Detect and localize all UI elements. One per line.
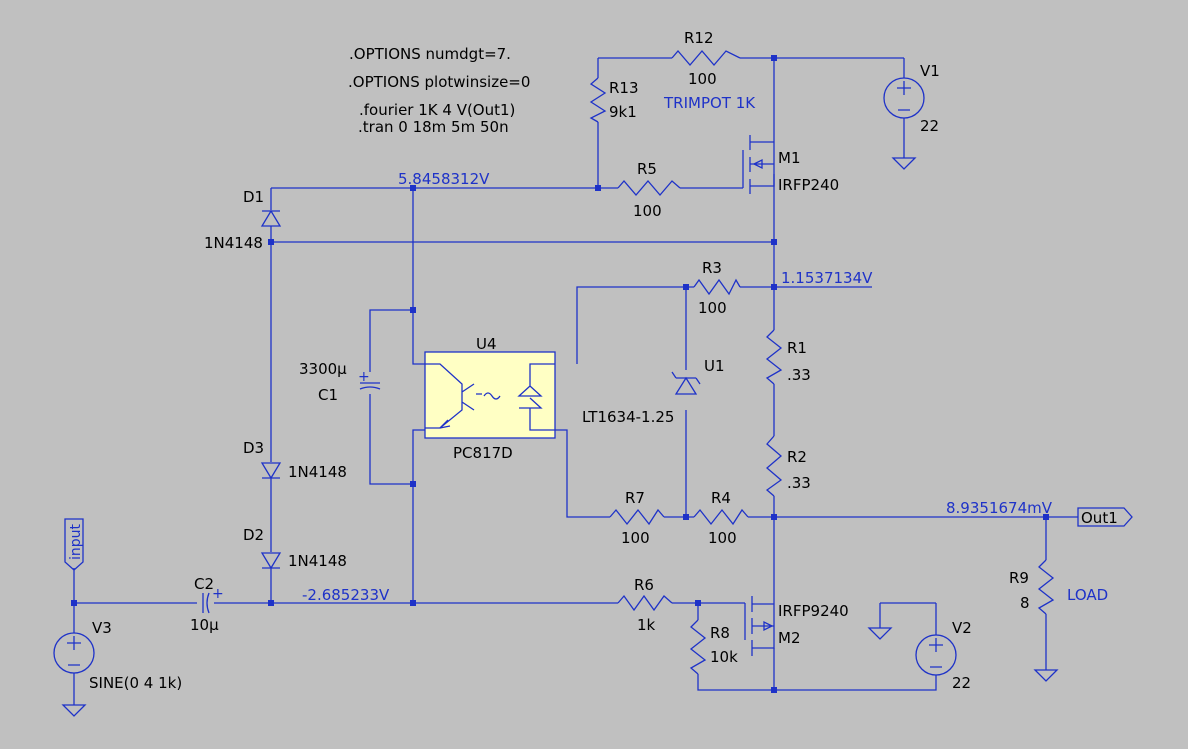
resistor-r12[interactable] — [671, 50, 741, 66]
directive-options-numdgt[interactable]: .OPTIONS numdgt=7. — [349, 45, 511, 63]
label-r13-name: R13 — [609, 79, 639, 97]
label-r7-name: R7 — [625, 489, 645, 507]
label-c1-name: C1 — [318, 386, 338, 404]
directive-options-plotwinsize[interactable]: .OPTIONS plotwinsize=0 — [348, 73, 530, 91]
label-d3-name: D3 — [243, 439, 264, 457]
label-r1-value: .33 — [787, 366, 811, 384]
resistor-r4[interactable] — [693, 508, 749, 526]
svg-text:+: + — [358, 369, 370, 385]
label-r4-value: 100 — [708, 529, 737, 547]
mosfet-m2[interactable] — [744, 596, 775, 656]
label-m2-value: IRFP9240 — [778, 602, 849, 620]
label-r12-value: 100 — [688, 70, 717, 88]
label-r6-value: 1k — [637, 616, 656, 634]
label-d2-name: D2 — [243, 526, 264, 544]
label-r13-value: 9k1 — [609, 103, 637, 121]
resistor-r2[interactable] — [765, 435, 783, 497]
source-v3[interactable] — [53, 632, 95, 674]
resistor-r8[interactable] — [689, 619, 707, 675]
node-voltage-bottom: -2.685233V — [302, 586, 390, 604]
label-r12-name: R12 — [684, 29, 714, 47]
ground-symbol — [867, 627, 893, 640]
label-u4-name: U4 — [476, 335, 497, 353]
label-d1-name: D1 — [243, 188, 264, 206]
label-d1-value: 1N4148 — [204, 234, 263, 252]
label-v1-value: 22 — [920, 117, 939, 135]
label-r9-value: 8 — [1020, 594, 1030, 612]
capacitor-c2[interactable]: + — [202, 586, 224, 614]
resistor-r13[interactable] — [589, 77, 607, 123]
label-r2-value: .33 — [787, 474, 811, 492]
net-label-out1[interactable]: Out1 — [1077, 507, 1133, 527]
label-u1-value: LT1634-1.25 — [582, 408, 674, 426]
directive-fourier[interactable]: .fourier 1K 4 V(Out1) — [359, 101, 515, 119]
label-v2-name: V2 — [952, 619, 972, 637]
label-u1-name: U1 — [704, 357, 725, 375]
mosfet-m1[interactable] — [742, 130, 775, 194]
label-trimpot: TRIMPOT 1K — [663, 94, 756, 112]
source-v2[interactable] — [915, 634, 957, 676]
diode-d3[interactable] — [260, 462, 282, 480]
label-r4-name: R4 — [711, 489, 731, 507]
label-load: LOAD — [1067, 586, 1108, 604]
svg-text:+: + — [212, 586, 224, 602]
label-v3-name: V3 — [92, 619, 112, 637]
label-r8-name: R8 — [710, 624, 730, 642]
label-c2-value: 10µ — [190, 616, 219, 634]
label-v1-name: V1 — [920, 62, 940, 80]
zener-u1[interactable] — [671, 371, 701, 395]
node-voltage-top: 5.8458312V — [398, 170, 490, 188]
label-c1-value: 3300µ — [299, 360, 347, 378]
label-d2-value: 1N4148 — [288, 552, 347, 570]
ground-symbol — [1033, 669, 1059, 682]
label-r9-name: R9 — [1009, 569, 1029, 587]
diode-d1[interactable] — [260, 209, 282, 227]
label-r3-value: 100 — [698, 299, 727, 317]
label-d3-value: 1N4148 — [288, 463, 347, 481]
diode-d2[interactable] — [260, 552, 282, 570]
source-v1[interactable] — [883, 77, 925, 119]
label-m2-name: M2 — [778, 629, 801, 647]
label-r3-name: R3 — [702, 259, 722, 277]
resistor-r7[interactable] — [609, 508, 665, 526]
label-r5-value: 100 — [633, 202, 662, 220]
label-v2-value: 22 — [952, 674, 971, 692]
label-r2-name: R2 — [787, 448, 807, 466]
junction-dots — [71, 55, 1049, 693]
label-r7-value: 100 — [621, 529, 650, 547]
label-r8-value: 10k — [710, 648, 738, 666]
ground-symbol — [61, 704, 87, 717]
directive-tran[interactable]: .tran 0 18m 5m 50n — [358, 118, 509, 136]
label-u4-value: PC817D — [453, 444, 513, 462]
resistor-r6[interactable] — [617, 594, 673, 612]
label-c2-name: C2 — [194, 575, 214, 593]
node-voltage-mid: 1.1537134V — [781, 269, 873, 287]
label-m1-name: M1 — [778, 149, 801, 167]
optocoupler-u4[interactable] — [424, 351, 556, 439]
resistor-r9[interactable] — [1037, 559, 1055, 615]
label-r5-name: R5 — [637, 160, 657, 178]
net-label-input-text: input — [68, 523, 84, 560]
node-voltage-out: 8.9351674mV — [946, 499, 1053, 517]
label-r6-name: R6 — [634, 576, 654, 594]
ground-symbol — [891, 157, 917, 170]
label-m1-value: IRFP240 — [778, 176, 839, 194]
resistor-r1[interactable] — [765, 329, 783, 385]
resistor-r5[interactable] — [617, 180, 681, 196]
label-v3-value: SINE(0 4 1k) — [89, 674, 182, 692]
resistor-r3[interactable] — [693, 278, 741, 296]
net-label-input[interactable]: input — [64, 518, 84, 571]
label-r1-name: R1 — [787, 339, 807, 357]
capacitor-c1[interactable]: + — [358, 369, 381, 390]
wires — [73, 57, 1078, 705]
net-label-out1-text: Out1 — [1081, 509, 1118, 527]
